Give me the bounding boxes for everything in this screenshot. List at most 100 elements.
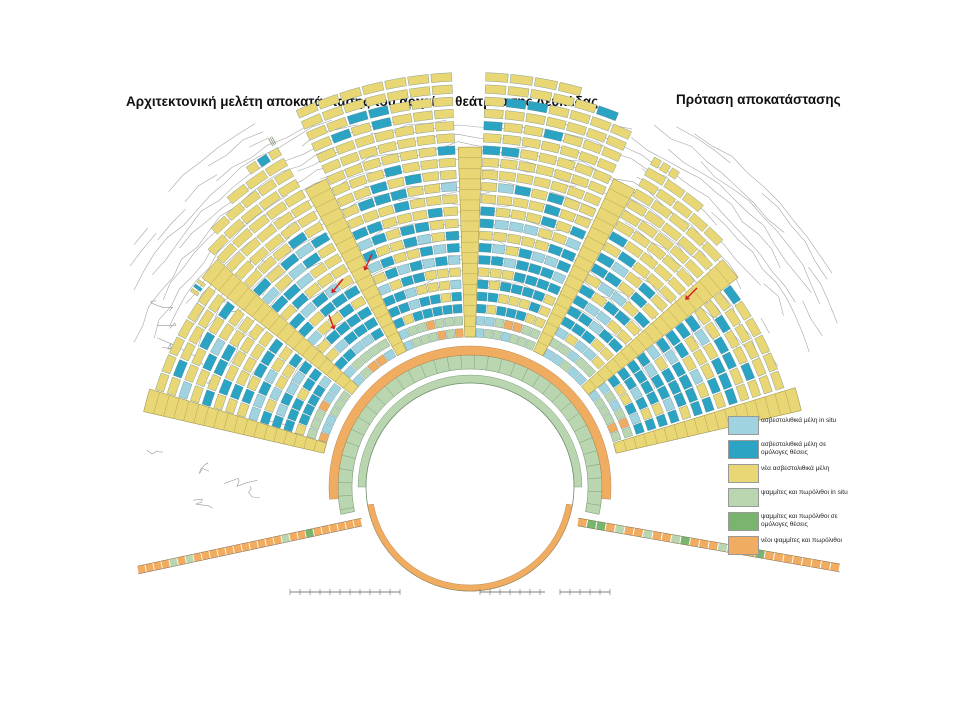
stair-step [597,372,605,382]
seat-block [387,305,401,318]
seat-block [754,334,771,355]
seat-block [714,314,731,334]
seat-block [339,87,362,102]
seat-block [724,330,740,349]
seat-block [516,336,528,348]
west-analemma [329,523,339,533]
seat-block [321,105,344,121]
seat-block [319,301,336,318]
seat-block [521,286,535,299]
seat-block [684,314,701,333]
seat-block [700,362,715,380]
seat-block [425,195,442,207]
seat-block [275,375,289,390]
seat-block [190,288,200,297]
seat-block [704,321,721,340]
seat-block [296,387,310,402]
seat-block [497,183,515,194]
seat-block [525,113,546,126]
seat-block [558,81,583,97]
seat-block [325,347,340,362]
seat-block [751,357,767,377]
seat-block [383,348,397,362]
seat-block [545,116,567,130]
seat-block [747,379,761,398]
seat-block [602,413,615,426]
proedria-joint [407,370,415,383]
seat-block [690,400,703,417]
stair-step [320,207,340,218]
seat-block [213,393,227,411]
east-analemma [717,542,728,553]
stair-step [301,344,312,356]
seat-block [411,98,432,110]
seat-block [671,361,686,378]
seat-block [482,145,501,156]
stair-step [163,395,170,417]
stair-step [326,365,336,376]
terrain-sketch [199,462,210,474]
seat-block [297,210,319,229]
seat-block [505,245,519,257]
west-analemma [209,549,219,559]
seat-block [403,339,415,352]
seat-block [415,284,429,296]
arrow-head [685,294,691,300]
east-analemma [586,519,597,530]
seat-block [650,373,665,389]
seat-block [566,365,580,379]
seat-block [711,357,726,375]
stair-step [633,436,637,449]
seat-block [620,209,641,228]
seat-block [529,328,541,340]
seat-block [384,267,399,280]
seat-block [578,203,597,218]
seat-block [512,197,529,209]
seat-block [260,350,276,367]
seat-block [629,386,643,401]
seat-block [304,221,325,239]
seat-block [231,350,247,368]
seat-block [442,304,453,315]
seat-block [402,313,415,326]
seat-block [503,122,524,134]
seat-block [547,243,563,257]
stair-step [667,308,680,324]
seat-block [358,145,379,160]
proedria-joint [351,428,365,436]
seat-block [414,221,430,233]
seat-block [208,316,225,335]
seat-block [239,336,255,354]
seat-block [393,317,406,329]
seat-block [613,383,627,397]
seat-block [596,105,619,122]
seat-block [178,381,193,400]
terrain-sketch [248,486,260,499]
legend-swatch-sandstone-homologous [728,512,759,531]
seat-block [284,189,307,208]
stair-step [600,207,620,218]
seat-block [617,417,630,430]
stair-step [381,322,394,329]
seat-block [309,262,328,279]
seat-block [407,74,430,86]
west-analemma [297,530,307,540]
stair-step [303,437,308,449]
seat-block [248,406,261,422]
seat-block [551,232,568,246]
seat-block [508,295,520,307]
stair-step [582,245,600,255]
seat-block [524,274,539,287]
seat-block [682,355,697,372]
seat-block [566,121,588,136]
stair-step [223,413,229,431]
seat-block [329,406,342,418]
seat-block [630,291,648,309]
proedria-joint [446,356,450,371]
seat-block [180,342,196,362]
seat-block [543,204,561,217]
proedria-joint [339,468,354,471]
stair-step [268,315,281,330]
seat-block [435,121,455,132]
terrain-contour [197,178,747,349]
